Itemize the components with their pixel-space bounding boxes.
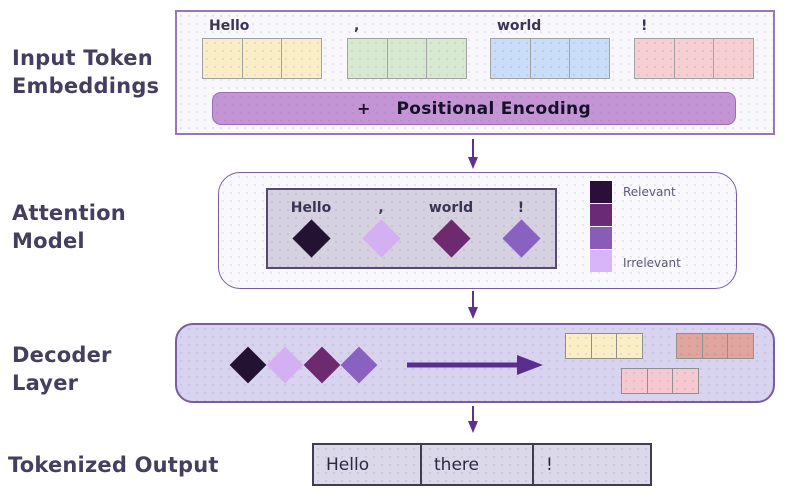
section-label-decoder-layer: Decoder Layer	[12, 343, 112, 395]
decoder-output-block-yellow	[565, 333, 643, 359]
attention-token-world: world	[421, 200, 481, 258]
arrow-right-icon	[405, 352, 545, 382]
output-cell-exclaim: !	[546, 454, 553, 475]
embedding-cell	[491, 39, 531, 78]
attention-token-exclaim: !	[491, 200, 551, 258]
attention-token-label-world: world	[428, 200, 474, 216]
embedding-cell	[635, 39, 675, 78]
decoder-diamond-3	[303, 346, 341, 384]
decoder-output-block-pink	[621, 368, 699, 394]
embedding-block-comma	[347, 38, 467, 79]
embedding-cell	[570, 39, 610, 78]
embedding-cell	[348, 39, 388, 78]
relevance-legend	[590, 181, 612, 273]
embedding-cell	[427, 39, 467, 78]
output-cell-there: there	[422, 445, 534, 484]
attention-token-comma: ,	[351, 200, 411, 258]
decoder-cell	[702, 334, 729, 358]
arrow-down-icon	[465, 139, 481, 173]
tokenized-output-table: Hello there !	[312, 443, 652, 486]
section-label-tokenized-output: Tokenized Output	[8, 453, 219, 477]
section-label-input-token-embeddings: Input Token Embeddings	[12, 46, 160, 98]
section-label-attention-model: Attention Model	[12, 201, 126, 253]
decoder-cell	[591, 334, 618, 358]
embedding-block-world	[490, 38, 610, 79]
attention-diamond-comma	[361, 219, 401, 258]
embedding-cell	[242, 39, 283, 78]
token-label-hello: Hello	[209, 18, 250, 34]
token-label-comma: ,	[354, 18, 360, 34]
attention-diamond-world	[431, 219, 471, 258]
input-embeddings-box: Hello , world !	[175, 10, 775, 135]
legend-swatch-irrelevant	[590, 250, 612, 272]
embedding-cell	[203, 39, 243, 78]
decoder-cell	[673, 369, 699, 393]
decoder-cell	[677, 334, 703, 358]
input-token-comma: ,	[347, 18, 467, 79]
token-label-world: world	[497, 18, 542, 34]
embedding-block-hello	[202, 38, 322, 79]
attention-model-box: Hello , world ! Relevant Irrelevant	[218, 172, 737, 289]
decoder-layer-box	[175, 323, 775, 403]
legend-swatch-3	[590, 227, 612, 249]
arrow-down-icon	[465, 291, 481, 323]
positional-encoding-label: Positional Encoding	[396, 98, 591, 119]
decoder-diamond-2	[266, 346, 304, 384]
attention-token-label-comma: ,	[378, 200, 384, 216]
embedding-cell	[714, 39, 754, 78]
decoder-cell	[566, 334, 592, 358]
attention-token-hello: Hello	[281, 200, 341, 258]
decoder-diamond-row	[229, 346, 378, 384]
input-token-exclaim: !	[634, 18, 754, 79]
input-token-hello: Hello	[202, 18, 322, 79]
legend-label-relevant: Relevant	[623, 185, 676, 199]
attention-diamond-exclaim	[501, 219, 541, 258]
attention-inner-panel: Hello , world !	[266, 188, 557, 269]
plus-operator: +	[357, 99, 371, 118]
decoder-cell	[728, 334, 754, 358]
decoder-diamond-4	[340, 346, 378, 384]
decoder-cell	[622, 369, 648, 393]
arrow-down-icon	[465, 406, 481, 437]
decoder-output-block-salmon	[676, 333, 754, 359]
legend-swatch-2	[590, 204, 612, 226]
attention-token-label-exclaim: !	[517, 200, 525, 216]
legend-label-irrelevant: Irrelevant	[623, 256, 681, 270]
embedding-cell	[282, 39, 322, 78]
embedding-cell	[674, 39, 715, 78]
decoder-cell	[647, 369, 674, 393]
embedding-block-exclaim	[634, 38, 754, 79]
decoder-cell	[617, 334, 643, 358]
embedding-cell	[387, 39, 428, 78]
decoder-diamond-1	[229, 346, 267, 384]
attention-diamond-hello	[291, 219, 331, 258]
token-label-exclaim: !	[641, 18, 648, 34]
legend-swatch-relevant	[590, 181, 612, 203]
positional-encoding-bar: + Positional Encoding	[212, 92, 736, 125]
attention-token-label-hello: Hello	[290, 200, 332, 216]
input-token-world: world	[490, 18, 610, 79]
output-cell-hello: Hello	[314, 445, 422, 484]
embedding-cell	[530, 39, 571, 78]
